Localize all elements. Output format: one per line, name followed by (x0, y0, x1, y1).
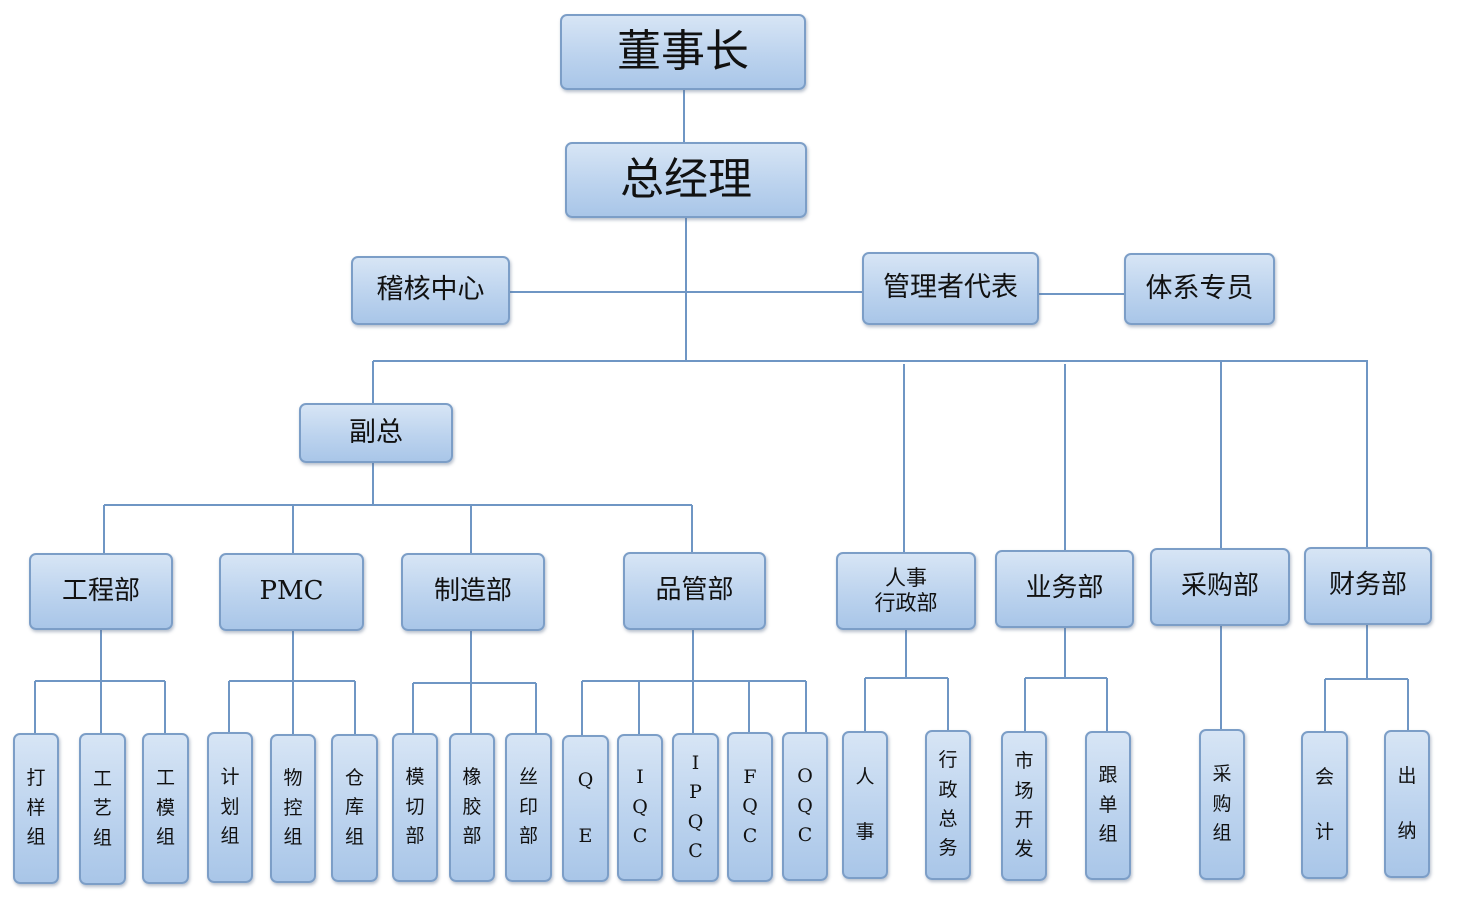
leaf-label: 丝印部 (518, 766, 538, 848)
node-label: 财务部 (1328, 570, 1407, 601)
node-label: 体系专员 (1145, 272, 1254, 304)
leaf-label: 橡胶部 (462, 766, 482, 848)
node-label: 业务部 (1025, 573, 1104, 604)
node-label: 品管部 (655, 575, 734, 606)
node-label: 采购部 (1180, 571, 1259, 602)
leaf-cashier: 出纳 (1384, 730, 1430, 878)
node-general-manager: 总经理 (565, 142, 807, 218)
node-hr-admin: 人事 行政部 (836, 552, 976, 630)
leaf-silkscreen-dept: 丝印部 (505, 733, 552, 882)
leaf-material-control-group: 物控组 (270, 734, 316, 883)
node-quality-control: 品管部 (623, 552, 766, 630)
leaf-label: 出纳 (1397, 764, 1417, 842)
node-chairman: 董事长 (560, 14, 806, 90)
node-purchasing: 采购部 (1150, 548, 1290, 626)
leaf-label: 工模组 (155, 767, 175, 849)
leaf-label: 人事 (855, 765, 875, 843)
leaf-label: 工艺组 (92, 767, 112, 849)
leaf-accounting: 会计 (1301, 731, 1348, 879)
node-label: 总经理 (620, 153, 752, 205)
leaf-label: 跟单组 (1098, 764, 1118, 846)
leaf-order-follow-up-group: 跟单组 (1085, 731, 1131, 880)
leaf-label: 计划组 (220, 766, 240, 848)
node-label: 工程部 (61, 575, 140, 606)
node-management-representative: 管理者代表 (862, 252, 1039, 325)
node-label-line2: 行政部 (874, 591, 938, 615)
leaf-general-admin: 行政总务 (925, 730, 971, 880)
node-pmc: PMC (219, 553, 364, 631)
leaf-planning-group: 计划组 (207, 732, 253, 883)
leaf-die-cut-dept: 模切部 (392, 733, 438, 882)
node-label-line1: 人事 (885, 565, 927, 590)
node-system-specialist: 体系专员 (1124, 253, 1275, 325)
node-sales: 业务部 (995, 550, 1134, 628)
leaf-label: 模切部 (405, 766, 425, 848)
leaf-label: 市场开发 (1014, 750, 1034, 861)
leaf-label: 采购组 (1212, 763, 1232, 845)
node-label: 制造部 (433, 576, 512, 607)
leaf-sample-group: 打样组 (13, 733, 59, 884)
leaf-label: 物控组 (283, 767, 303, 849)
leaf-label: 仓库组 (344, 766, 364, 848)
node-label: 董事长 (617, 25, 749, 77)
leaf-label: 行政总务 (938, 749, 958, 860)
node-manufacturing: 制造部 (401, 553, 545, 631)
node-label: PMC (259, 576, 324, 607)
leaf-warehouse-group: 仓库组 (331, 734, 378, 882)
node-audit-center: 稽核中心 (351, 256, 510, 325)
leaf-tooling-group: 工模组 (142, 733, 189, 884)
leaf-process-group: 工艺组 (79, 733, 126, 885)
node-finance: 财务部 (1304, 547, 1432, 625)
leaf-personnel: 人事 (842, 731, 888, 879)
node-label: 稽核中心 (376, 274, 485, 306)
node-vice-president: 副总 (299, 403, 453, 463)
leaf-label: 会计 (1314, 765, 1334, 843)
leaf-market-development: 市场开发 (1001, 731, 1047, 881)
leaf-rubber-dept: 橡胶部 (449, 733, 495, 882)
node-label: 管理者代表 (883, 272, 1018, 304)
node-engineering: 工程部 (29, 553, 173, 630)
leaf-label: 打样组 (26, 767, 46, 849)
leaf-purchasing-group: 采购组 (1199, 729, 1245, 880)
node-label: 副总 (349, 416, 403, 448)
